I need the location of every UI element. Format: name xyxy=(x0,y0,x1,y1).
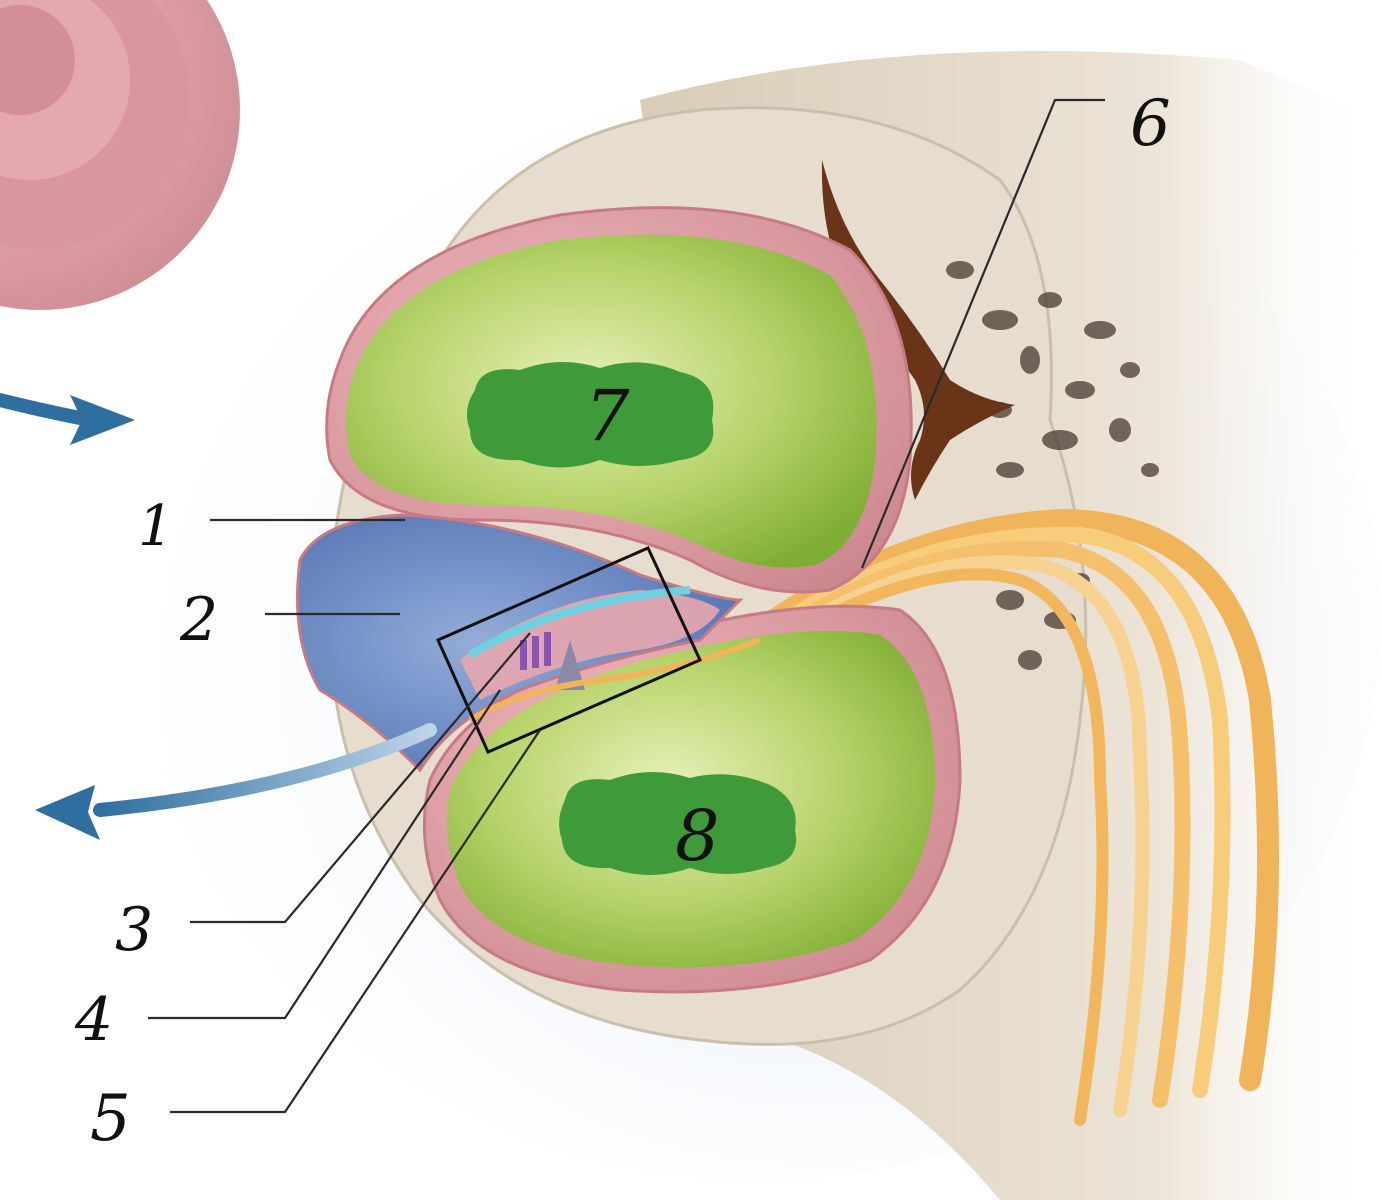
label-2: 2 xyxy=(179,585,218,655)
label-7: 7 xyxy=(585,375,630,457)
detail-zoom-box xyxy=(436,546,703,754)
label-3: 3 xyxy=(115,895,153,965)
label-1: 1 xyxy=(138,494,174,559)
cochlea-spiral-fragment xyxy=(0,0,240,310)
label-5: 5 xyxy=(90,1082,131,1156)
label-patches xyxy=(466,361,797,875)
cochlear-nerve-fibers xyxy=(749,508,1279,1126)
fluid-flow-arrows xyxy=(0,393,437,840)
organ-of-corti xyxy=(460,586,762,723)
blood-vessel xyxy=(821,160,1015,500)
label-4: 4 xyxy=(74,985,113,1055)
diagram-labels: 1 2 3 4 5 6 7 8 xyxy=(74,87,1171,1156)
leader-line-5 xyxy=(170,729,541,1114)
leader-lines xyxy=(148,98,1105,1114)
leader-line-3 xyxy=(190,632,531,924)
label-8: 8 xyxy=(675,795,720,877)
leader-line-6 xyxy=(860,98,1105,569)
label-6: 6 xyxy=(1130,87,1171,161)
leader-line-4 xyxy=(148,689,501,1020)
